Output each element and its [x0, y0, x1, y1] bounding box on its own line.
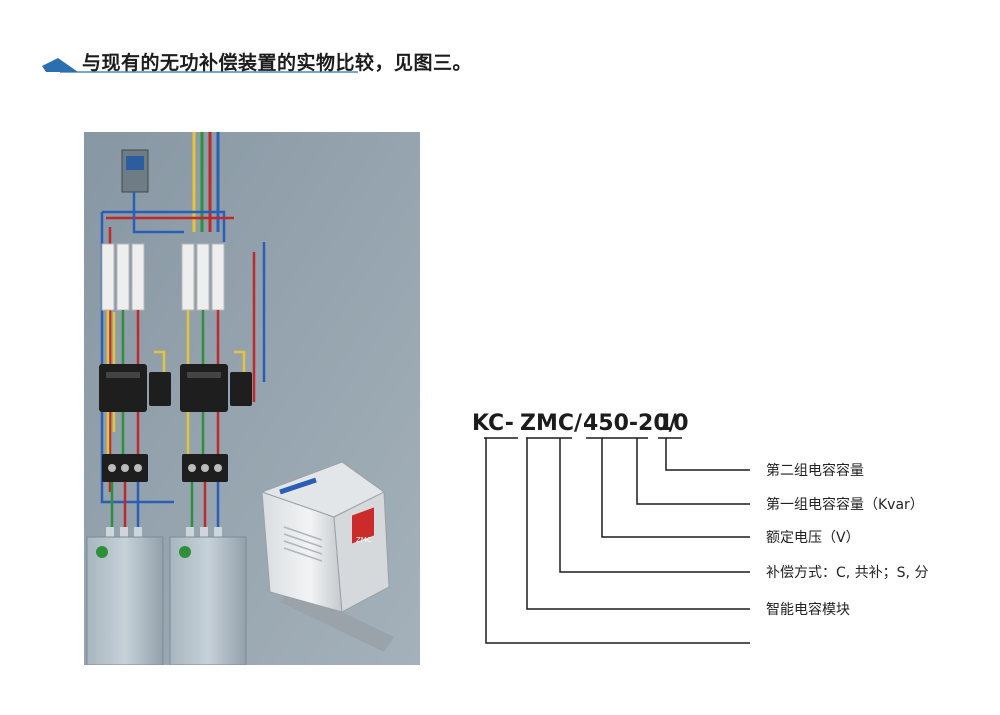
contactor-wires — [106, 412, 220, 454]
header-bar — [42, 58, 358, 73]
desc-first-group-capacity: 第一组电容容量（Kvar） — [766, 496, 924, 513]
desc-compensation-mode: 补偿方式：C, 共补；S, 分 — [766, 565, 928, 581]
capacitor-wires — [110, 482, 220, 527]
incoming-wires — [192, 132, 220, 232]
contactor-1 — [99, 364, 171, 412]
capacitor-1 — [86, 527, 164, 665]
thermal-relay-1 — [102, 454, 148, 482]
wiring-harness — [100, 192, 266, 504]
fuse-bank-1 — [101, 243, 145, 311]
fuse-bank-2 — [181, 243, 225, 311]
desc-second-group-capacity: 第二组电容容量 — [766, 462, 864, 479]
page-title: 与现有的无功补偿装置的实物比较，见图三。 — [82, 52, 473, 74]
thermal-relay-2 — [182, 454, 228, 482]
capacitor-2 — [169, 527, 247, 665]
model-code-diagram: KC- ZMC/ 450-20/ 10 第二组电容容量 第一组电容容量（Kvar… — [472, 411, 928, 644]
desc-smart-capacitor-module: 智能电容模块 — [766, 601, 850, 618]
model-code-voltage-capacity: 450-20/ — [583, 411, 678, 436]
desc-rated-voltage: 额定电压（V） — [766, 530, 860, 546]
model-code-kc: KC- — [472, 411, 514, 436]
header-accent-shape — [42, 58, 78, 72]
capacitor-panel-photo: ZMC — [84, 132, 420, 665]
smart-capacitor-module: ZMC — [260, 461, 394, 652]
module-badge: ZMC — [356, 536, 372, 544]
model-code-zmc: ZMC/ — [520, 411, 583, 436]
model-code-second-capacity: 10 — [658, 411, 689, 436]
contactor-2 — [180, 364, 252, 412]
leader-lines — [485, 438, 750, 644]
